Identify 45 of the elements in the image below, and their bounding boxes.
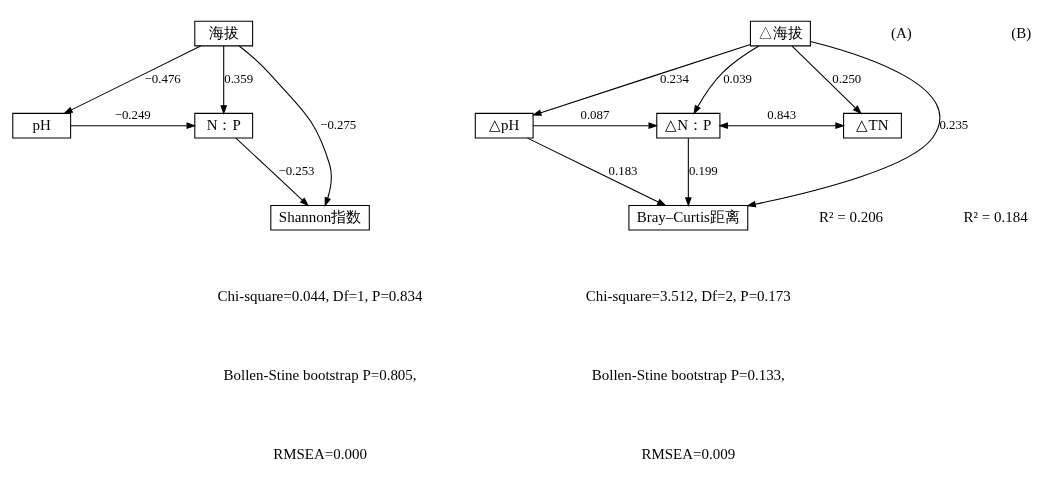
edge-label: −0.249 xyxy=(114,107,151,122)
arrow xyxy=(532,121,659,129)
label: R² = 0.206 xyxy=(819,208,884,225)
arrow xyxy=(70,121,197,129)
node-box: 海拔 xyxy=(194,20,254,46)
arrow xyxy=(220,45,228,115)
label: RMSEA=0.000 xyxy=(273,445,367,462)
node-box: △pH xyxy=(474,112,534,138)
node-box: △TN xyxy=(843,112,902,138)
arrow xyxy=(693,44,760,115)
arrow xyxy=(718,121,845,129)
arrow xyxy=(235,137,310,206)
label: Chi-square=3.512, Df=2, P=0.173 xyxy=(585,287,791,304)
node-box: Shannon指数 xyxy=(270,204,370,231)
node-box: △N：P xyxy=(656,112,721,138)
label: (A) xyxy=(891,24,912,41)
arrow xyxy=(531,43,751,116)
edge-label: −0.253 xyxy=(278,163,315,178)
arrow xyxy=(684,137,692,207)
label: RMSEA=0.009 xyxy=(641,445,736,462)
edge-label: 0.199 xyxy=(688,163,718,178)
node-box: △海拔 xyxy=(749,20,811,46)
node-box: N：P xyxy=(194,112,254,138)
arrow xyxy=(527,137,667,206)
arrow xyxy=(238,44,332,207)
arrow xyxy=(63,45,202,114)
edge-label: −0.476 xyxy=(144,71,181,86)
edge-label: 0.843 xyxy=(767,107,797,122)
arrow xyxy=(791,45,863,114)
edge-label: 0.250 xyxy=(832,71,862,86)
edge-label: 0.087 xyxy=(580,107,610,122)
edge-label: 0.359 xyxy=(224,71,254,86)
label: Chi-square=0.044, Df=1, P=0.834 xyxy=(217,287,423,304)
arrow xyxy=(746,40,941,207)
node-box: Bray–Curtis距离 xyxy=(628,204,749,231)
label: Bollen-Stine bootstrap P=0.805, xyxy=(223,366,417,383)
edge-label: 0.039 xyxy=(723,71,753,86)
label: (B) xyxy=(1011,24,1032,41)
edge-label: 0.235 xyxy=(939,117,969,132)
node-box: pH xyxy=(12,112,72,138)
edge-label: −0.275 xyxy=(320,117,357,132)
label: Bollen-Stine bootstrap P=0.133, xyxy=(591,366,785,383)
edge-label: 0.234 xyxy=(659,71,689,86)
edge-label: 0.183 xyxy=(608,163,638,178)
label: R² = 0.184 xyxy=(963,208,1028,225)
